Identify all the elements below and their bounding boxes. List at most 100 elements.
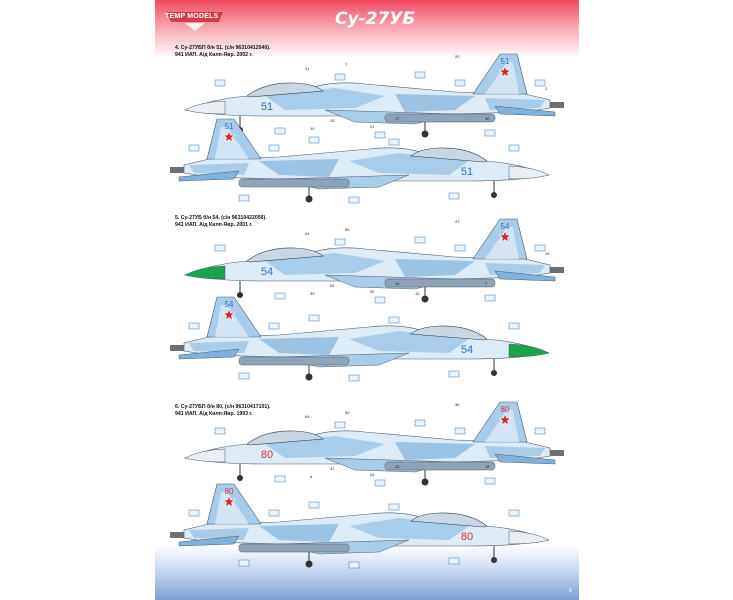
page-title: Су-27УБ [335,9,416,29]
canopy [246,82,324,98]
board-number: 80 [461,531,473,543]
aircraft-profile: 51 51 [170,118,551,204]
fin-number: 54 [225,300,234,309]
scheme-title: 4. Су-27УБП б/н 51, (с/н 96310412040). [175,45,271,51]
decal-sheet: TEMP MODELS Су-27УБ 4. Су-27УБП б/н 51, … [155,0,579,600]
stencil-callout-box [454,427,466,435]
callout-number: 17 [395,116,400,121]
stencil-callout-box [214,244,226,252]
main-wheel [305,560,313,568]
brand-name: TEMP MODELS [165,13,219,20]
scheme-caption-1: 4. Су-27УБП б/н 51, (с/н 96310412040). 9… [175,45,270,59]
stencil-callout-box [268,322,280,330]
fin-number: 51 [225,122,234,131]
fin-number: 80 [501,405,510,414]
stencil-callout-box [334,421,346,429]
engine-nacelle [238,356,350,366]
camo-patch [259,524,339,542]
nose-wheel [237,292,243,298]
stencil-callout-box [448,370,460,378]
engine-nacelle [238,543,350,553]
stencil-callout-box [374,131,386,139]
stencil-callout-box [308,136,320,144]
stencil-callout-box [274,127,286,135]
callout-number: 50 [345,227,350,232]
stencil-callout-box [534,79,546,87]
stencil-callout-box [388,138,400,146]
stencil-callout-box [534,244,546,252]
stencil-callout-box [308,314,320,322]
red-star-insignia [222,308,236,321]
nose-wheel [491,557,497,563]
stencil-callout-box [508,322,520,330]
stabilizer [494,270,556,282]
stabilizer [178,170,240,182]
nozzle [170,532,184,538]
stabilizer [178,535,240,547]
callout-number: 15 [330,118,335,123]
stencil-callout-box [238,372,250,380]
main-wheel [421,295,429,303]
stencil-callout-box [268,144,280,152]
callout-number: 52 [370,289,375,294]
board-number: 51 [461,166,473,178]
stencil-callout-box [508,509,520,517]
callout-number: 24 [545,251,550,256]
scheme-unit: 941 ИАП. А/д Килп-Явр. 2002 г. [175,52,253,58]
canopy [246,247,324,263]
callout-number: 7 [345,62,348,67]
radome [508,165,550,180]
callout-number: 47 [455,219,460,224]
stencil-callout-box [308,501,320,509]
stencil-callout-box [348,561,360,569]
temp-models-logo [167,12,223,31]
stencil-callout-box [534,427,546,435]
scheme-title: 6. Су-27УБП б/н 80, (с/н 96310417101). [175,404,271,410]
stabilizer [494,453,556,465]
engine-nacelle [384,461,496,471]
board-number: 80 [261,449,273,461]
callout-number: 20 [455,54,460,59]
nozzle [170,167,184,173]
red-star-insignia [222,495,236,508]
stencil-callout-box [188,509,200,517]
radome [184,100,226,115]
callout-number: 15 [415,291,420,296]
camo-patch [259,337,339,355]
scheme-caption-3: 6. Су-27УБП б/н 80, (с/н 96310417101). 9… [175,404,270,418]
callout-number: 40 [395,281,400,286]
camo-patch [395,259,475,277]
engine-nacelle [384,278,496,288]
callout-number: 30 [485,116,490,121]
stencil-callout-box [188,322,200,330]
radome [508,530,550,545]
canopy [410,512,488,528]
callout-number: 19 [310,126,315,131]
red-star-insignia [498,413,512,426]
radome [184,448,226,463]
radome [508,343,550,358]
engine-nacelle [384,113,496,123]
stencil-callout-box [268,509,280,517]
canopy [410,147,488,163]
stencil-callout-box [274,292,286,300]
main-wheel [305,195,313,203]
canopy [246,430,324,446]
main-wheel [421,478,429,486]
board-number: 54 [261,266,273,278]
stabilizer [494,105,556,117]
callout-number: 26 [370,472,375,477]
callout-number: 50 [345,410,350,415]
board-number: 51 [261,101,273,113]
main-wheel [305,373,313,381]
stencil-callout-box [214,427,226,435]
nozzle [170,345,184,351]
callout-number: 18 [485,464,490,469]
stencil-callout-box [214,79,226,87]
callout-number: 47 [330,466,335,471]
